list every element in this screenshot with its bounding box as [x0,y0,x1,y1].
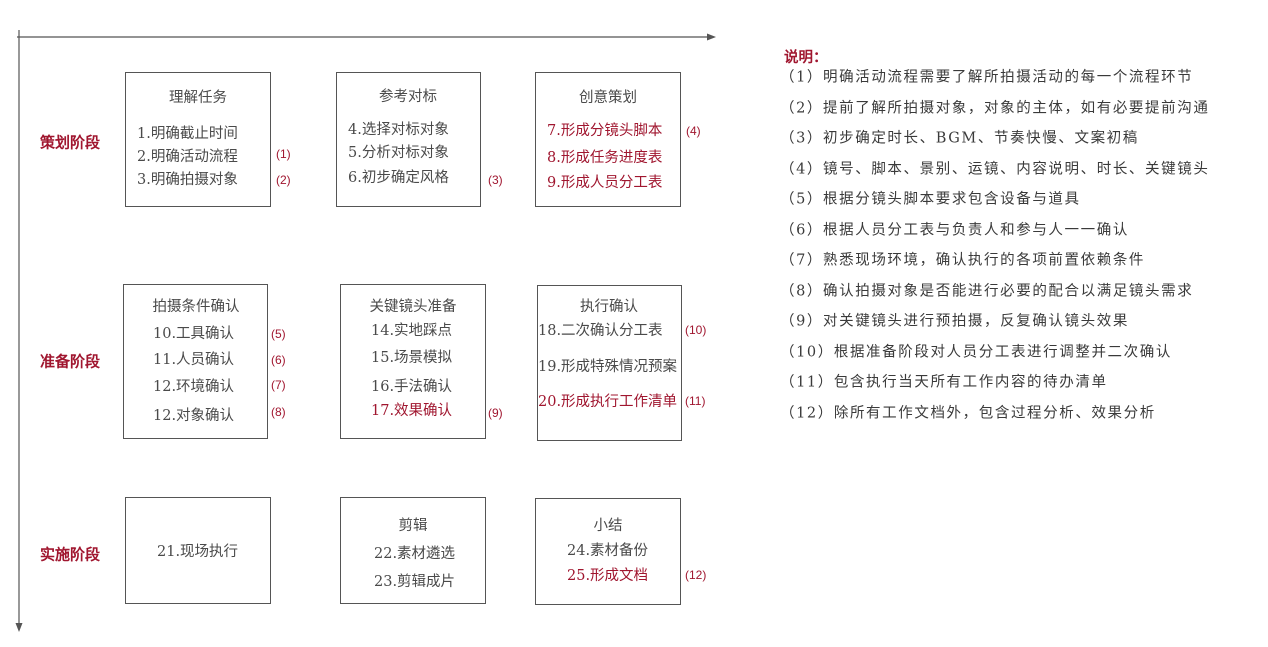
note-marker: (2) [276,173,291,187]
task-item: 21.现场执行 [157,544,239,560]
arrow-down-icon [15,623,23,632]
task-item: 12.环境确认 [153,379,235,395]
note-marker: (3) [488,173,503,187]
task-item: 16.手法确认 [371,379,453,395]
legend-line: （6）根据人员分工表与负责人和参与人一一确认 [780,222,1129,238]
task-item: 24.素材备份 [567,543,649,559]
legend-title: 说明： [784,49,828,66]
legend-line: （8）确认拍摄对象是否能进行必要的配合以满足镜头需求 [780,283,1194,299]
legend-line: （11）包含执行当天所有工作内容的待办清单 [780,374,1108,391]
task-item: 3.明确拍摄对象 [137,172,238,188]
arrow-right-icon [707,33,716,41]
task-box [535,72,681,207]
task-item: 19.形成特殊情况预案 [538,359,678,375]
task-box-title: 剪辑 [398,518,428,534]
legend-line: （12）除所有工作文档外，包含过程分析、效果分析 [780,405,1156,421]
task-item: 20.形成执行工作清单 [538,394,678,410]
task-item: 2.明确活动流程 [137,149,238,165]
task-item: 9.形成人员分工表 [547,175,663,191]
task-item: 23.剪辑成片 [374,574,456,590]
task-item: 8.形成任务进度表 [547,150,663,166]
legend-line: （9）对关键镜头进行预拍摄，反复确认镜头效果 [780,313,1129,330]
note-marker: (4) [686,124,701,138]
task-item: 4.选择对标对象 [348,122,449,138]
legend-line: （3）初步确定时长、BGM、节奏快慢、文案初稿 [780,130,1139,147]
task-item: 22.素材遴选 [374,546,456,562]
note-marker: (8) [271,405,286,419]
note-marker: (1) [276,147,291,161]
legend-line: （4）镜号、脚本、景别、运镜、内容说明、时长、关键镜头 [780,161,1210,177]
task-box-title: 关键镜头准备 [369,299,457,315]
legend-line: （1）明确活动流程需要了解所拍摄活动的每一个流程环节 [780,69,1194,86]
note-marker: (5) [271,327,286,341]
task-item: 14.实地踩点 [371,323,453,339]
task-box [340,497,486,604]
note-marker: (6) [271,353,286,367]
task-box-title: 拍摄条件确认 [152,299,240,315]
stage-label: 策划阶段 [40,133,101,152]
task-item: 6.初步确定风格 [348,170,449,186]
note-marker: (9) [488,406,503,420]
task-item: 11.人员确认 [153,352,235,368]
legend-line: （7）熟悉现场环境，确认执行的各项前置依赖条件 [780,252,1146,269]
task-item: 18.二次确认分工表 [538,323,663,339]
task-box [535,498,681,605]
note-marker: (7) [271,378,286,392]
task-box-title: 理解任务 [169,90,227,106]
task-box [125,72,271,207]
stage-label: 准备阶段 [40,352,101,371]
task-item: 7.形成分镜头脚本 [547,123,663,139]
note-marker: (11) [685,394,706,408]
note-marker: (12) [685,568,707,582]
legend-line: （10）根据准备阶段对人员分工表进行调整并二次确认 [780,344,1172,360]
task-item: 15.场景模拟 [371,350,453,366]
task-item: 25.形成文档 [567,568,649,584]
stage-label: 实施阶段 [40,545,101,564]
note-marker: (10) [685,323,707,337]
task-box [336,72,481,207]
task-box [123,284,268,439]
task-item: 12.对象确认 [153,408,235,424]
task-item: 5.分析对标对象 [348,145,449,161]
task-box-title: 创意策划 [579,90,637,106]
task-item: 17.效果确认 [371,403,453,419]
task-box [340,284,486,439]
task-box [125,497,271,604]
task-box [537,285,682,441]
task-box-title: 小结 [593,518,623,534]
task-item: 1.明确截止时间 [137,126,238,142]
task-item: 10.工具确认 [153,326,235,342]
task-box-title: 参考对标 [379,89,437,105]
legend-line: （2）提前了解所拍摄对象，对象的主体，如有必要提前沟通 [780,100,1210,116]
legend-line: （5）根据分镜头脚本要求包含设备与道具 [780,191,1081,208]
task-box-title: 执行确认 [580,299,638,315]
